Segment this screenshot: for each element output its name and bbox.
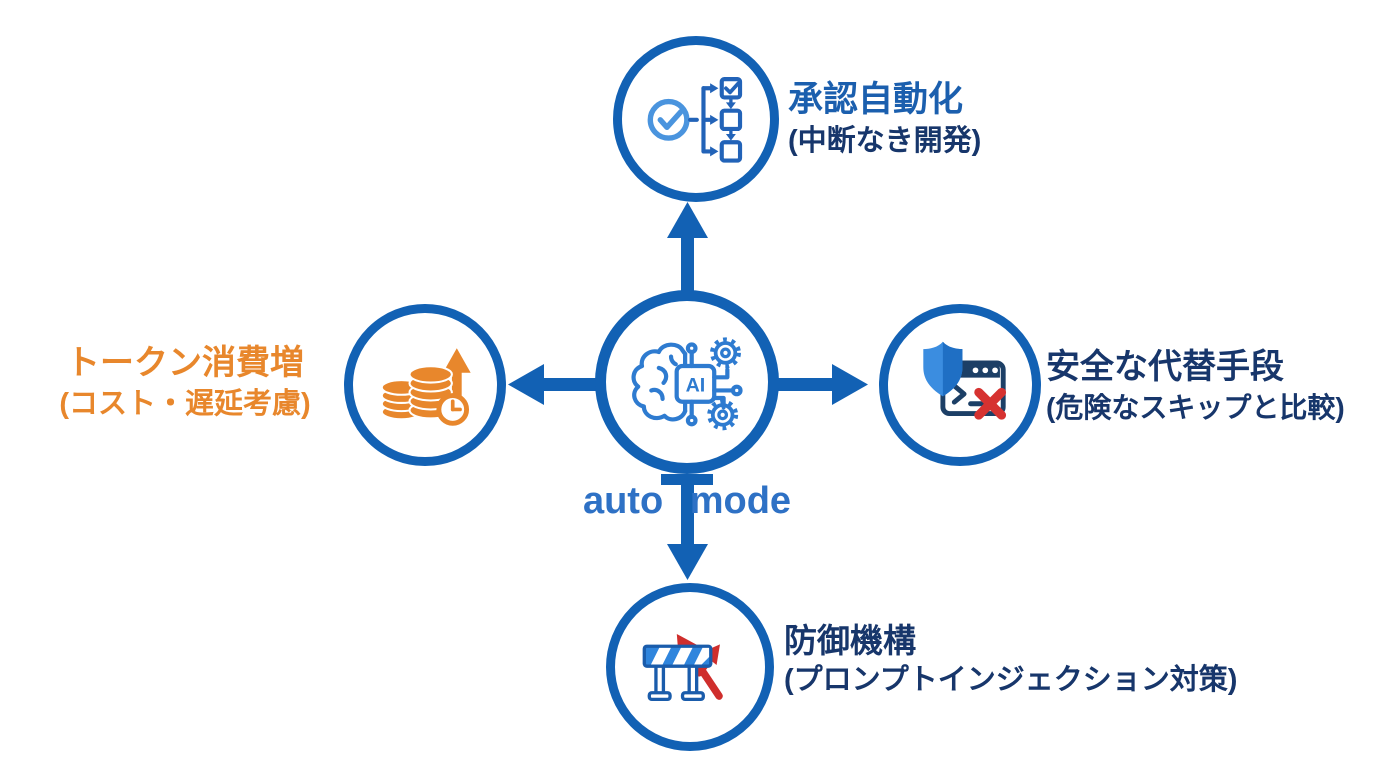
approval-automation-title: 承認自動化 [788, 80, 964, 119]
token-consumption-subtitle: (コスト・遅延考慮) [59, 387, 311, 420]
ai-brain-chip-gears-icon: AI [631, 337, 743, 431]
arrow-down [661, 474, 713, 580]
gear-bottom-icon [707, 399, 739, 431]
safe-alternative-label: 安全な代替手段 (危険なスキップと比較) [1046, 346, 1345, 425]
shield-terminal-block-icon [923, 341, 1007, 420]
approval-automation-label: 承認自動化 (中断なき開発) [788, 78, 981, 160]
approval-workflow-icon [647, 77, 743, 163]
arrow-up [667, 202, 708, 292]
barrier-deflect-arrows-icon [642, 633, 723, 702]
node-safe-alternative [879, 304, 1041, 466]
node-approval-automation [613, 36, 779, 202]
safe-alternative-title: 安全な代替手段 [1046, 348, 1284, 386]
center-node-auto-mode: AI [595, 290, 779, 474]
node-defense-mechanism [606, 583, 774, 751]
coins-clock-increase-icon [380, 348, 471, 426]
center-node-label: auto mode [582, 480, 792, 522]
gear-top-icon [709, 337, 741, 369]
token-consumption-title: トークン消費増 [66, 344, 304, 382]
svg-text:AI: AI [686, 374, 706, 396]
approval-automation-subtitle: (中断なき開発) [788, 124, 982, 157]
token-consumption-label: トークン消費増 (コスト・遅延考慮) [25, 342, 345, 423]
node-token-consumption [344, 304, 506, 466]
defense-mechanism-subtitle: (プロンプトインジェクション対策) [784, 664, 1238, 697]
arrow-left [508, 364, 598, 405]
safe-alternative-subtitle: (危険なスキップと比較) [1046, 391, 1345, 423]
defense-mechanism-label: 防御機構 (プロンプトインジェクション対策) [784, 620, 1237, 699]
arrow-right [778, 364, 868, 405]
defense-mechanism-title: 防御機構 [784, 622, 916, 659]
